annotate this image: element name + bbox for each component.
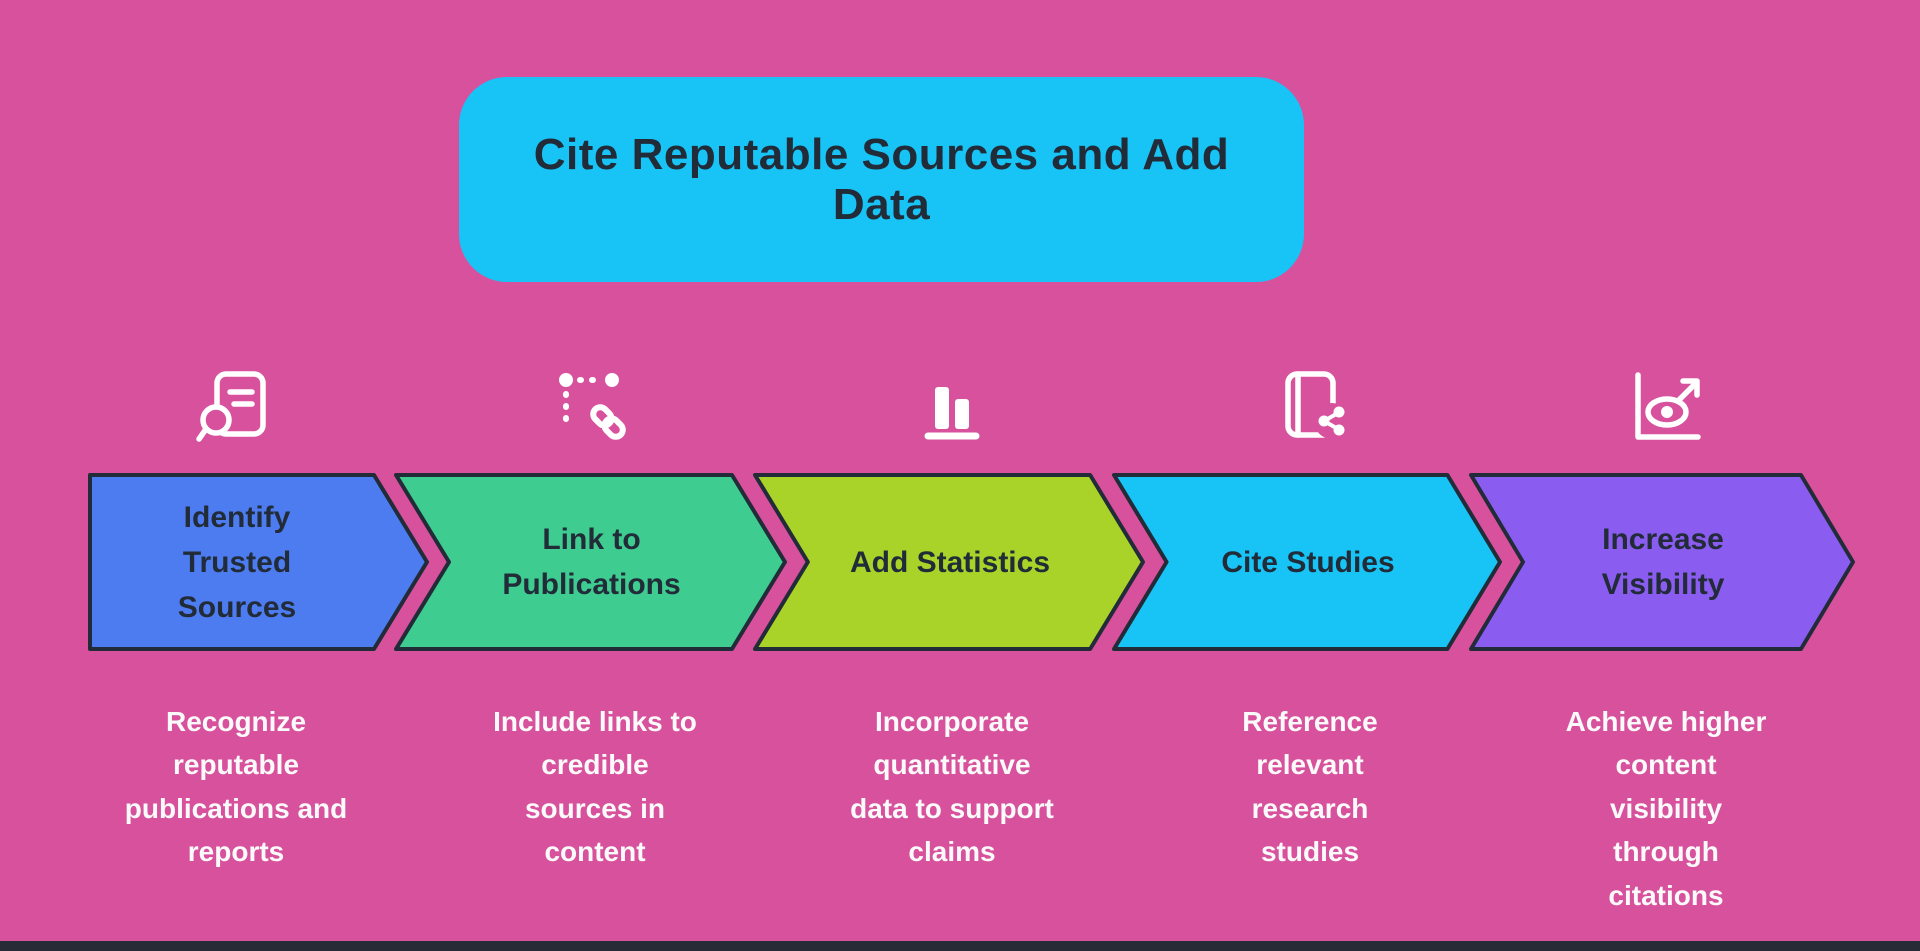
book-share-icon [1266,365,1354,453]
step-label: Increase Visibility [1601,523,1725,601]
step-description: Achieve higher content visibility throug… [1565,706,1767,911]
step-label: Identify Trusted Sources [177,500,297,624]
step-label: Cite Studies [1221,545,1395,579]
dotted-link-icon [551,365,639,453]
step-description: Include links to credible sources in con… [493,706,697,868]
document-search-icon [192,365,280,453]
step-arrow-identify-trusted-sources: Identify Trusted Sources [88,473,429,651]
step-arrow-cite-studies: Cite Studies [1112,473,1502,651]
step-description: Incorporate quantitative data to support… [850,706,1054,868]
chart-eye-icon [1622,365,1710,453]
step-arrow-add-statistics: Add Statistics [753,473,1145,651]
bottom-bar [0,941,1920,951]
step-arrow-increase-visibility: Increase Visibility [1469,473,1855,651]
step-label: Link to Publications [502,523,681,601]
step-arrow-link-to-publications: Link to Publications [394,473,787,651]
title-box: Cite Reputable Sources and Add Data [459,77,1304,282]
step-label: Add Statistics [849,545,1051,579]
page-title: Cite Reputable Sources and Add Data [533,129,1230,229]
step-description: Reference relevant research studies [1242,706,1378,868]
step-description: Recognize reputable publications and rep… [124,706,348,868]
bar-chart-icon [908,365,996,453]
